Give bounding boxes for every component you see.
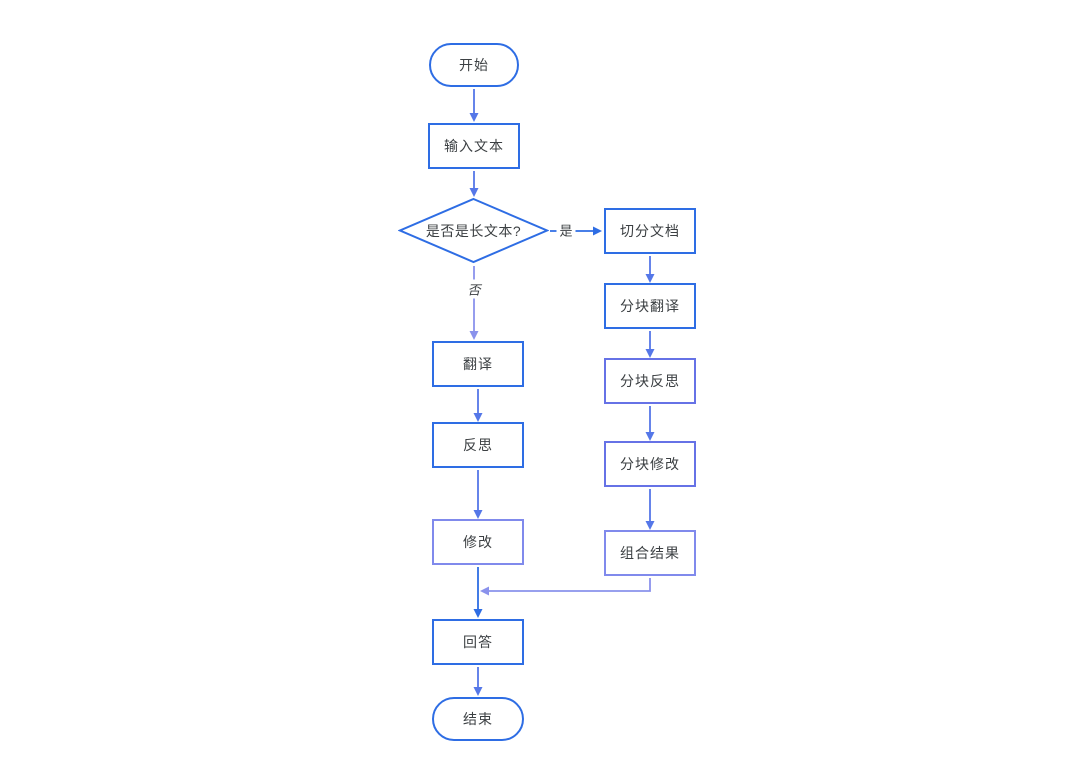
- node-label: 翻译: [463, 356, 493, 372]
- node-chunk-modify: 分块修改: [604, 441, 696, 487]
- node-reflect: 反思: [432, 422, 524, 468]
- node-chunk-reflect: 分块反思: [604, 358, 696, 404]
- edge-label-no: 否: [464, 279, 484, 299]
- node-translate: 翻译: [432, 341, 524, 387]
- node-start: 开始: [429, 43, 519, 87]
- node-answer: 回答: [432, 619, 524, 665]
- node-combine-result: 组合结果: [604, 530, 696, 576]
- edge-label-yes: 是: [556, 220, 576, 240]
- node-label: 分块翻译: [620, 298, 680, 314]
- node-label: 输入文本: [444, 138, 504, 154]
- node-modify: 修改: [432, 519, 524, 565]
- node-label: 修改: [463, 534, 493, 550]
- node-label: 分块修改: [620, 456, 680, 472]
- node-label: 回答: [463, 634, 493, 650]
- node-label: 结束: [463, 711, 493, 727]
- node-label: 反思: [463, 437, 493, 453]
- node-label: 组合结果: [620, 545, 680, 561]
- node-chunk-translate: 分块翻译: [604, 283, 696, 329]
- edge-combine-to-merge: [480, 578, 651, 596]
- node-decision: 是否是长文本?: [398, 197, 549, 264]
- node-split-doc: 切分文档: [604, 208, 696, 254]
- node-label: 分块反思: [620, 373, 680, 389]
- node-label: 开始: [459, 57, 489, 73]
- node-label: 切分文档: [620, 223, 680, 239]
- node-end: 结束: [432, 697, 524, 741]
- node-input-text: 输入文本: [428, 123, 520, 169]
- node-label: 是否是长文本?: [425, 222, 522, 239]
- diamond-shape: [398, 197, 549, 264]
